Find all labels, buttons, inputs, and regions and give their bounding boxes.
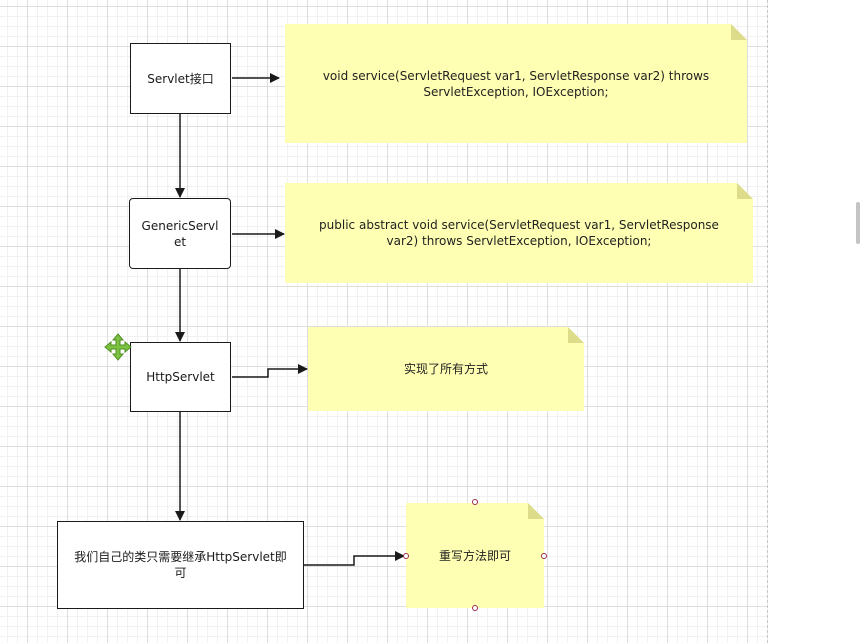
- connector-ours-to-note: [304, 551, 405, 566]
- our-class-label: 我们自己的类只需要继承HttpServlet即可: [74, 550, 287, 580]
- generic-method-note[interactable]: public abstract void service(ServletRequ…: [285, 183, 753, 283]
- generic-servlet-box[interactable]: GenericServlet: [129, 198, 231, 269]
- override-note-text: 重写方法即可: [438, 548, 511, 563]
- http-servlet-box[interactable]: HttpServlet: [130, 342, 231, 412]
- servlet-method-text: void service(ServletRequest var1, Servle…: [322, 68, 710, 99]
- servlet-method-note[interactable]: void service(ServletRequest var1, Servle…: [285, 24, 747, 143]
- override-note[interactable]: 重写方法即可: [406, 503, 544, 608]
- selection-handle-right[interactable]: [541, 553, 547, 559]
- move-cursor-icon[interactable]: [104, 333, 132, 361]
- servlet-interface-label: Servlet接口: [147, 71, 214, 86]
- page-boundary: [767, 0, 769, 643]
- connector-http-to-note: [232, 364, 308, 378]
- generic-method-text: public abstract void service(ServletRequ…: [319, 218, 719, 248]
- servlet-interface-box[interactable]: Servlet接口: [130, 43, 231, 114]
- selection-handle-left[interactable]: [403, 553, 409, 559]
- http-servlet-note[interactable]: 实现了所有方式: [308, 327, 584, 411]
- selection-handle-top[interactable]: [472, 499, 478, 505]
- generic-servlet-label: GenericServlet: [141, 218, 219, 249]
- selection-handle-bottom[interactable]: [472, 605, 478, 611]
- our-class-box[interactable]: 我们自己的类只需要继承HttpServlet即可: [57, 521, 304, 609]
- http-servlet-label: HttpServlet: [146, 370, 215, 384]
- http-servlet-note-text: 实现了所有方式: [403, 362, 488, 376]
- vertical-scrollbar-thumb[interactable]: [856, 202, 860, 244]
